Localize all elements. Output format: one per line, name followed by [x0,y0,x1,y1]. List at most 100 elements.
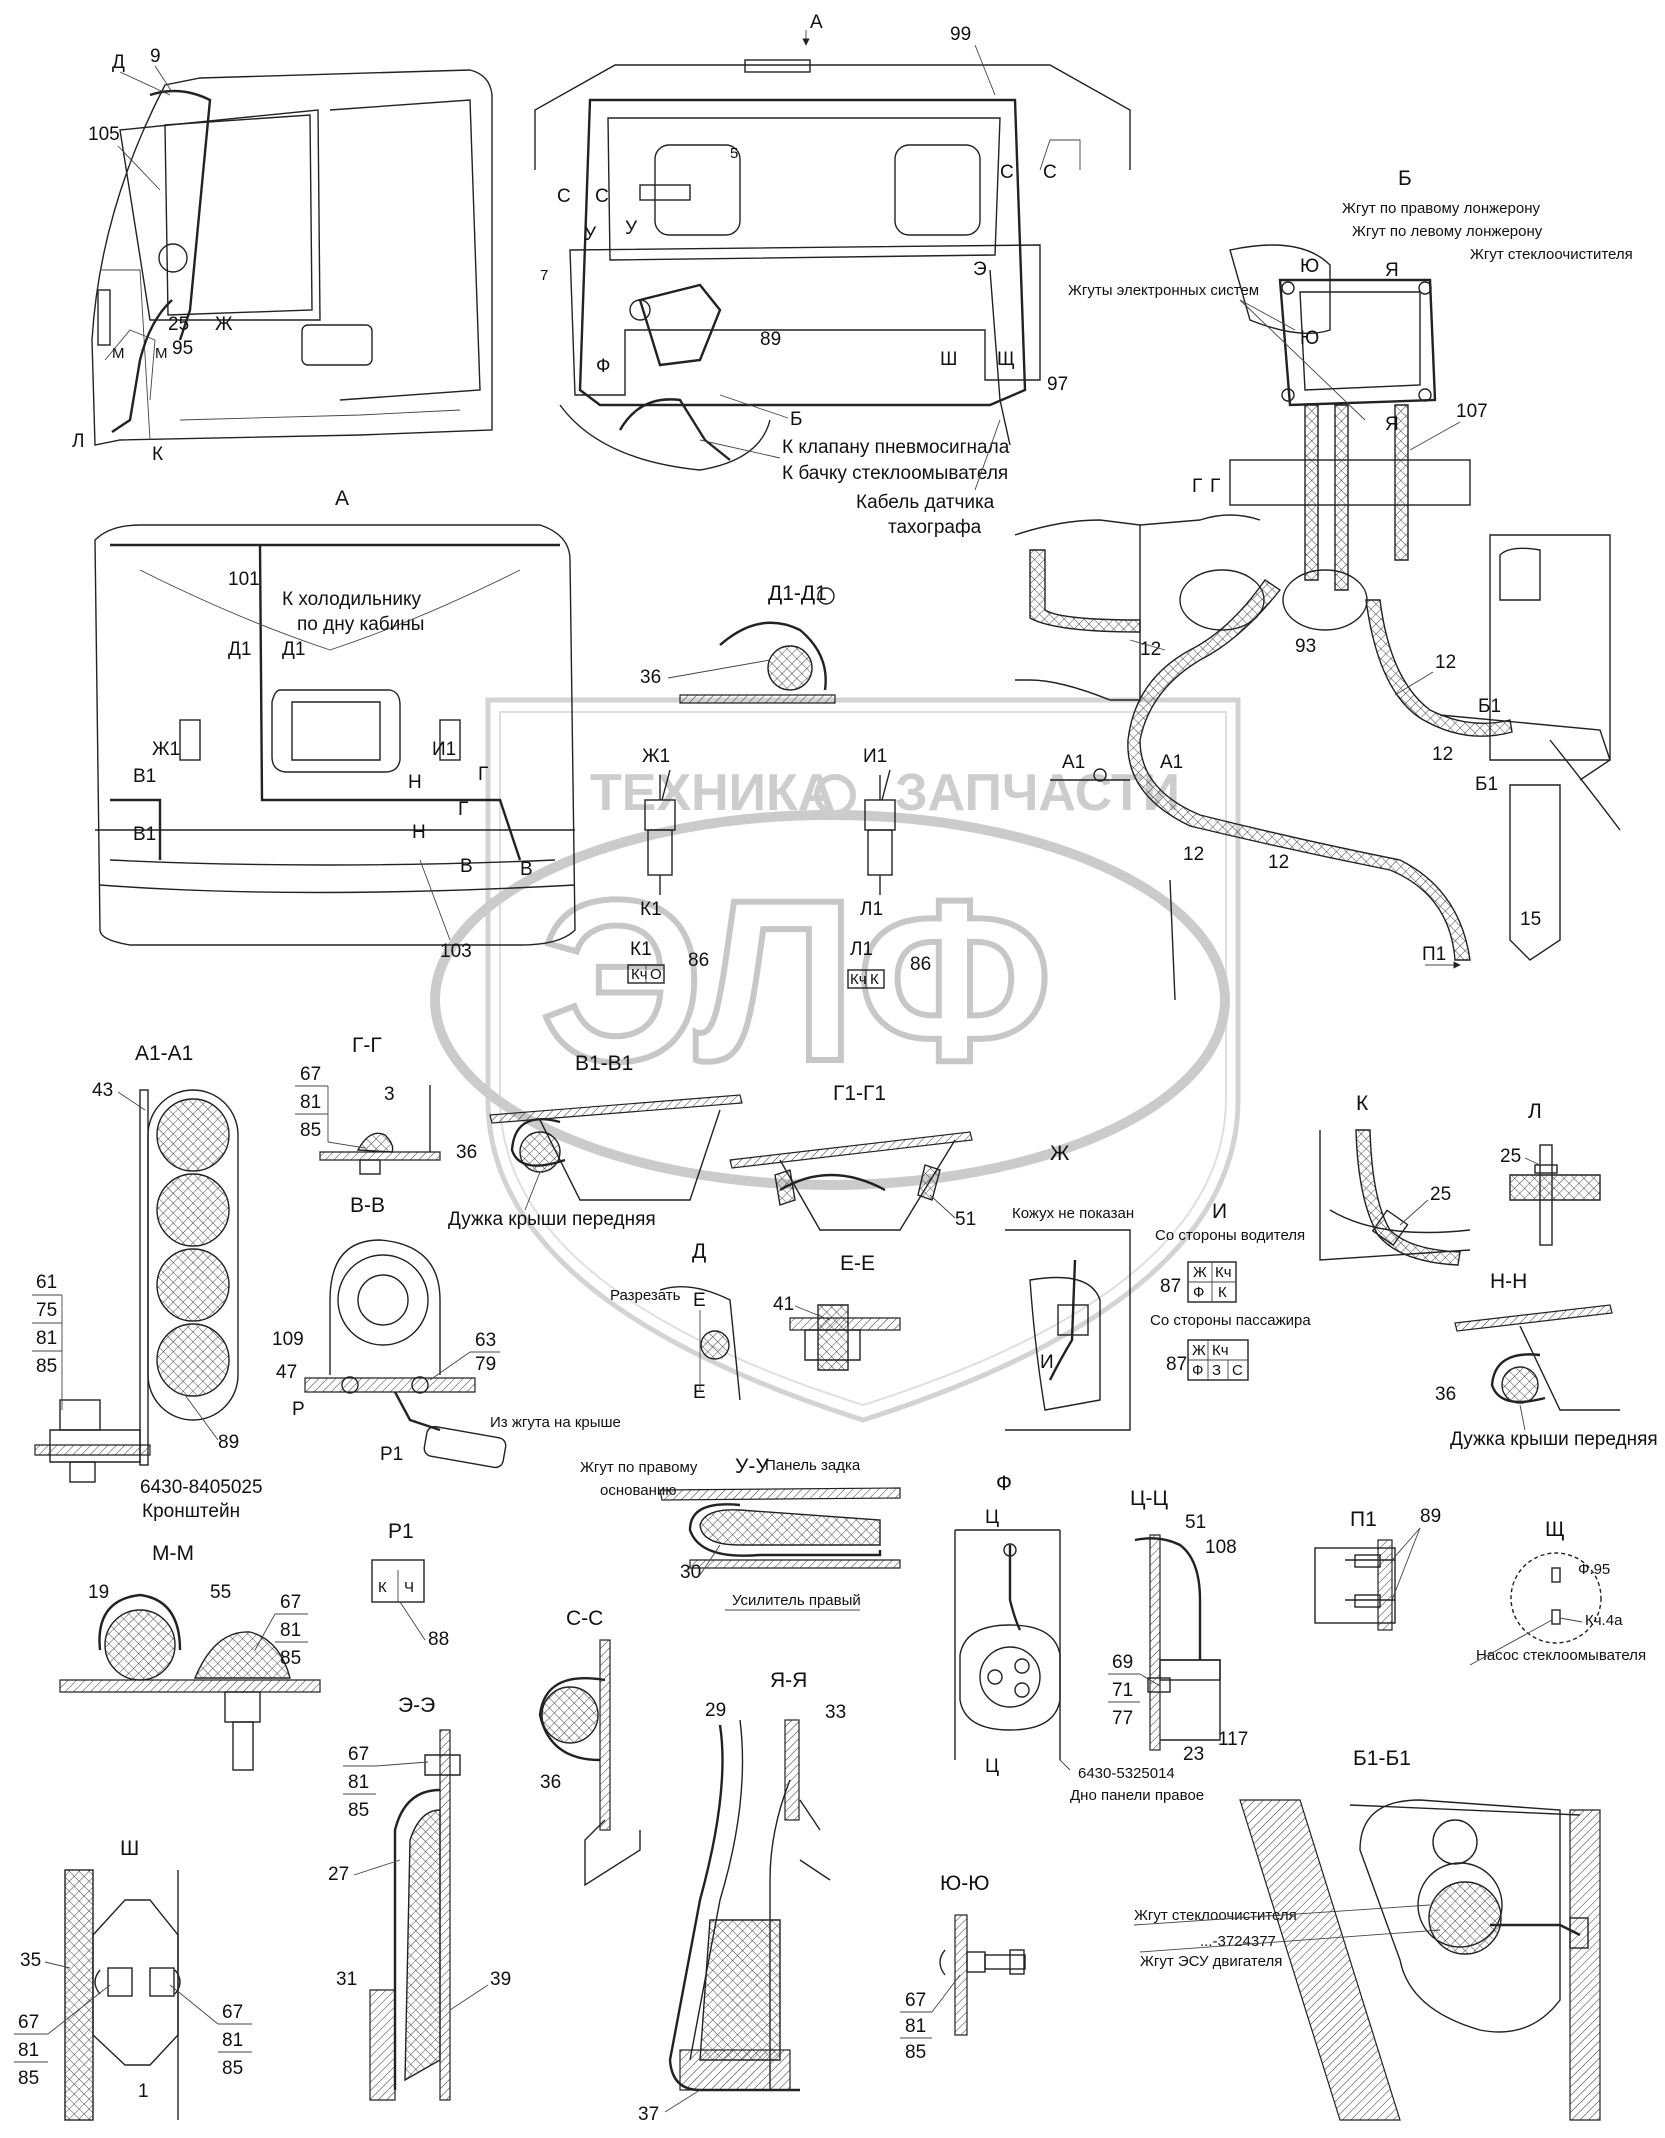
conn-pas-3: З [1212,1362,1221,1379]
label-M2: М [155,345,168,362]
label-S4: С [1043,162,1057,183]
callout-35: 35 [20,1950,41,1971]
conn-drv-0: Ж [1193,1264,1207,1281]
connector-passenger-side: Ж Кч Ф З С [1187,1339,1249,1381]
view-MM: М-М [152,1542,194,1565]
label-Yu1: Ю [1300,256,1319,277]
label-left-spar: Жгут по левому лонжерону [1352,223,1543,240]
callout-47: 47 [276,1362,297,1383]
label-to-fridge-2: по дну кабины [297,614,424,635]
section-A1A1 [34,1089,239,1483]
callout-109: 109 [272,1329,304,1350]
cab-side-view [91,69,493,446]
callout-67-e: 67 [222,2002,243,2023]
label-A1-a: А1 [1062,752,1085,773]
callout-79: 79 [475,1354,496,1375]
callout-85-d: 85 [348,1800,369,1821]
section-B1B1 [1239,1799,1601,2121]
view-EE: Е-Е [840,1252,875,1275]
section-G1G1 [729,1131,973,1231]
callout-85-a: 85 [300,1120,321,1141]
view-NN: Н-Н [1490,1270,1527,1293]
label-passenger-side: Со стороны пассажира [1150,1312,1311,1329]
label-to-pneumo: К клапану пневмосигнала [782,437,1010,458]
view-YuYu: Ю-Ю [940,1872,989,1895]
section-D [659,1285,741,1401]
callout-86-b: 86 [910,954,931,975]
callout-12-b: 12 [1435,652,1456,673]
callout-67-c: 67 [348,1744,369,1765]
label-panel-bottom: Дно панели правое [1070,1787,1204,1804]
section-VV [304,1239,507,1469]
label-Ts-a: Ц [985,1507,999,1528]
view-K-drawing [1319,1129,1471,1266]
view-Sh: Ш [120,1837,139,1860]
label-K1-a: К1 [640,899,662,920]
callout-103: 103 [440,941,472,962]
label-S3: С [1000,162,1014,183]
callout-27: 27 [328,1864,349,1885]
view-SS: С-С [566,1607,603,1630]
label-P1: П1 [1422,944,1446,965]
label-N-a: Н [408,772,422,793]
callout-23: 23 [1183,1744,1204,1765]
connector-R1: К Ч [371,1559,425,1603]
callout-81-f: 81 [222,2030,243,2051]
callout-81-a: 81 [300,1092,321,1113]
callout-51-a: 51 [955,1209,976,1230]
conn-pas-0: Ж [1192,1342,1206,1359]
label-f95: Ф.95 [1578,1561,1610,1578]
label-U2: У [625,218,638,239]
label-L1-b: Л1 [850,939,873,960]
label-L1-a: Л1 [860,899,883,920]
callout-9: 9 [150,46,161,67]
callout-81-e: 81 [18,2040,39,2061]
callout-5: 5 [730,145,738,162]
callout-43: 43 [92,1080,113,1101]
label-ecu-harness: Жгут ЭСУ двигателя [1140,1953,1282,1970]
watermark: ТЕХНИКА ЗАПЧАСТИ ЭЛФ [430,697,1241,1423]
callout-88: 88 [428,1629,449,1650]
view-A1A1: А1-А1 [135,1042,193,1065]
watermark-right: ЗАПЧАСТИ [895,764,1180,822]
callout-89: 89 [760,329,781,350]
callout-86-a: 86 [688,950,709,971]
label-roof-bar-front: Дужка крыши передняя [448,1209,656,1230]
callout-51-b: 51 [1185,1512,1206,1533]
label-G1: Г [1192,476,1202,497]
watermark-left: ТЕХНИКА [590,764,835,822]
connector-L1: Кч К [847,969,885,989]
callout-81-g: 81 [905,2016,926,2037]
view-Shch: Щ [1545,1518,1565,1541]
callout-89-c: 89 [1420,1506,1441,1527]
chassis-harness-view [1014,244,1621,1001]
section-EE2 [369,1729,461,2101]
callout-67-f: 67 [905,1990,926,2011]
section-SS [538,1639,641,1887]
label-Ts-b: Ц [985,1756,999,1777]
view-P1: П1 [1350,1508,1377,1531]
callout-87-a: 87 [1160,1276,1181,1297]
label-tacho-cable-2: тахографа [888,517,982,538]
label-V1-a: В1 [133,766,156,787]
label-from-roof: Из жгута на крыше [490,1414,621,1431]
view-Sh-drawing [64,1869,181,2121]
callout-67-b: 67 [280,1592,301,1613]
callout-25-c: 25 [1500,1146,1521,1167]
callout-117: 117 [1218,1729,1248,1750]
callout-85-b: 85 [36,1356,57,1377]
view-Zh-drawing [1005,1229,1131,1431]
label-Zh1-b: Ж1 [642,746,670,767]
callout-81-b: 81 [36,1328,57,1349]
conn-K1-0: Кч [631,966,648,983]
callout-75: 75 [36,1300,57,1321]
callout-95: 95 [172,338,193,359]
view-Shch-drawing [1510,1552,1602,1644]
label-S1: С [557,186,571,207]
label-to-fridge-1: К холодильнику [282,589,422,610]
view-B1B1: Б1-Б1 [1353,1747,1411,1770]
label-to-washer-tank: К бачку стеклоомывателя [782,463,1008,484]
view-I: И [1212,1200,1227,1223]
cab-rear-view-main [94,524,576,946]
callout-85-c: 85 [280,1648,301,1669]
